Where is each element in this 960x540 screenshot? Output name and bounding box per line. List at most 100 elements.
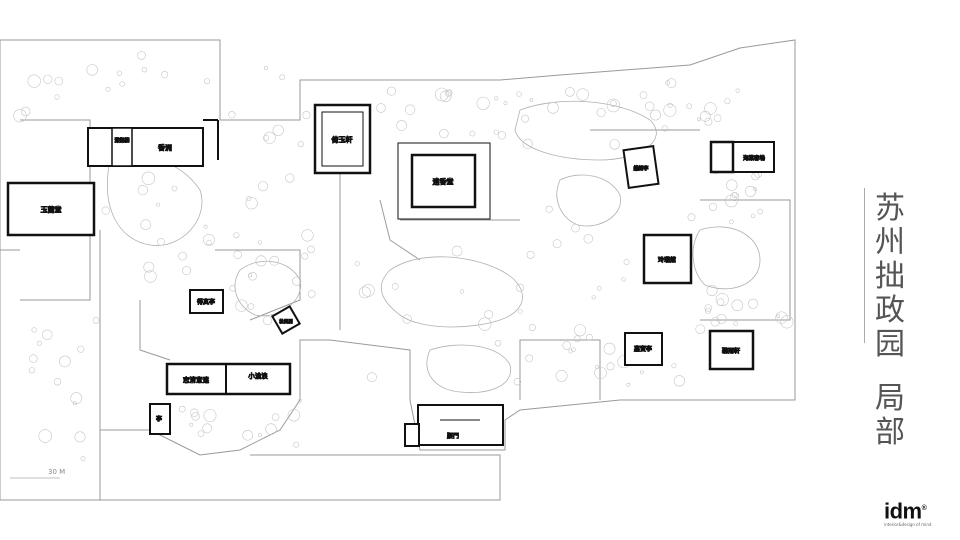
vegetation-dot [606, 362, 615, 371]
vegetation-dot [571, 224, 580, 233]
vegetation-dot [246, 196, 252, 202]
vegetation-dot [191, 411, 200, 421]
label-yaomen: 腰門 [447, 433, 459, 440]
vegetation-dot [137, 51, 146, 60]
vegetation-dot [233, 232, 240, 239]
building-jiashiting: 嘉實亭 [624, 332, 663, 366]
label-chengguanlou: 澂觀樓 [114, 137, 129, 144]
vegetation-dot [386, 86, 396, 96]
vegetation-dot [255, 255, 267, 267]
vegetation-dot [434, 87, 449, 102]
vegetation-dot [271, 413, 280, 421]
vegetation-dot [439, 90, 452, 103]
vegetation-dot [190, 408, 199, 417]
vegetation-dot [704, 102, 717, 115]
vegetation-dot [576, 88, 589, 101]
vegetation-dot [673, 375, 686, 387]
vegetation-dot [776, 314, 781, 319]
vegetation-dot [529, 98, 534, 102]
vegetation-dot [41, 329, 53, 340]
vegetation-dot [29, 354, 38, 363]
vegetation-dot [257, 433, 262, 438]
vegetation-dot [86, 64, 98, 76]
vegetation-dot [528, 323, 536, 331]
vegetation-dot [626, 382, 631, 387]
vegetation-dot [733, 321, 739, 326]
vegetation-dot [354, 261, 360, 267]
vegetation-dot [54, 94, 60, 100]
vegetation-dot [178, 405, 186, 413]
vegetation-dot [516, 91, 522, 97]
vegetation-dot [262, 315, 273, 326]
vegetation-dot [515, 283, 525, 292]
label-yiyuxuan: 倚玉軒 [332, 135, 353, 144]
vegetation-dot [203, 409, 217, 422]
building-haitangchunwu: 海棠春塢 [709, 140, 775, 174]
vegetation-dot [476, 96, 490, 110]
vegetation-dot [233, 250, 242, 259]
building-ting: 亭 [149, 403, 171, 435]
vegetation-dot [101, 206, 110, 215]
vegetation-dot [623, 258, 630, 265]
vegetation-dot [522, 138, 533, 149]
vegetation-dot [484, 309, 493, 319]
building-xiuqiting: 繡綺亭 [622, 144, 660, 190]
vegetation-dot [729, 219, 734, 225]
label-deshiting: 得真亭 [197, 298, 215, 306]
vegetation-dot [687, 213, 696, 222]
label-xiaocanglang: 小滄浪 [248, 371, 268, 380]
vegetation-dot [451, 245, 463, 257]
vegetation-dot [663, 103, 677, 117]
vegetation-dot [72, 401, 77, 406]
title-char: 局 [875, 381, 905, 416]
building-yulan: 玉蘭堂 [6, 181, 96, 237]
title-divider [864, 188, 865, 343]
vegetation-dot [503, 101, 508, 106]
vegetation-dot [285, 173, 295, 183]
vegetation-dot [494, 96, 499, 101]
vegetation-dot [257, 181, 268, 192]
vegetation-dot [301, 229, 314, 242]
vegetation-dot [263, 66, 268, 71]
vegetation-dot [257, 240, 262, 245]
label-yulan: 玉蘭堂 [41, 205, 62, 214]
vegetation-dot [494, 340, 502, 347]
vegetation-dot [263, 134, 270, 141]
vegetation-dot [469, 130, 476, 137]
vegetation-dot [716, 313, 727, 324]
vegetation-dot [565, 87, 575, 97]
vegetation-dot [202, 233, 215, 246]
vegetation-dot [705, 307, 712, 314]
building-linglongguan: 玲瓏館 [642, 233, 693, 285]
vegetation-dot [396, 120, 407, 131]
vegetation-dot [493, 129, 499, 135]
vegetation-dot [555, 369, 568, 382]
vegetation-dot [695, 324, 706, 334]
vegetation-dot [725, 194, 738, 208]
logo-word: idm [884, 498, 922, 524]
vegetation-dot [704, 117, 713, 126]
vegetation-dot [750, 213, 756, 219]
vegetation-dot [178, 251, 187, 261]
vegetation-dot [358, 286, 371, 299]
vegetation-dot [307, 290, 316, 298]
vegetation-dot [661, 125, 669, 132]
vegetation-dot [706, 284, 718, 296]
vegetation-dot [297, 141, 304, 148]
vegetation-dot [361, 283, 375, 297]
vegetation-dot [141, 171, 156, 186]
vegetation-dot [606, 98, 621, 113]
vegetation-dot [609, 100, 617, 107]
vegetation-dot [686, 103, 693, 109]
label-haitangchunwu: 海棠春塢 [743, 154, 766, 162]
vegetation-dot [757, 208, 764, 215]
vegetation-dot [293, 441, 300, 448]
vegetation-dot [28, 367, 36, 374]
title-char: 苏 [875, 191, 905, 226]
vegetation-dot [53, 378, 62, 386]
vegetation-dot [307, 245, 315, 254]
vegetation-dot [744, 185, 756, 197]
label-tingyuxuan: 聽雨軒 [722, 347, 740, 355]
label-yuanxiangtang: 遠香堂 [433, 177, 454, 186]
